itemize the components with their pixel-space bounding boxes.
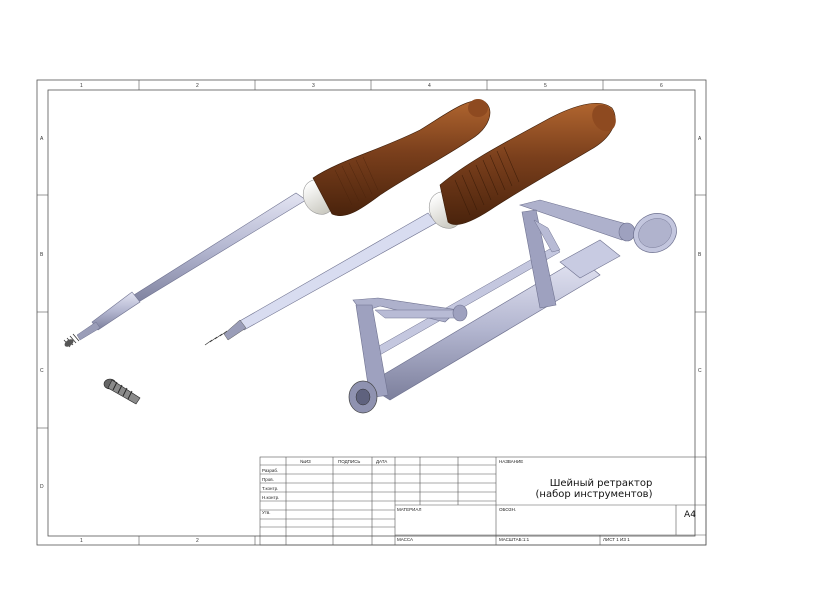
zone-ticks: [37, 80, 706, 545]
sheet-format: A4: [684, 510, 696, 520]
naimen-label: НАЗВАНИЕ: [499, 459, 523, 464]
zone-labels: 1 2 3 4 5 6 1 2 A B C D A B C: [40, 83, 702, 544]
row-label-nkontr: Н.контр.: [262, 495, 279, 500]
drawing-title-line1: Шейный ретрактор: [550, 478, 653, 489]
masshtab-label: МАСШТАБ:1:1: [499, 537, 530, 542]
material-label: МАТЕРИАЛ: [397, 507, 421, 512]
zone-row-b: B: [40, 252, 44, 258]
row-label-tkontr: Т.контр.: [262, 486, 278, 491]
zone-row-c: C: [40, 368, 44, 374]
drawing-title-line2: (набор инструментов): [536, 489, 653, 500]
zone-col-4: 4: [428, 83, 431, 89]
title-block: [259, 456, 707, 546]
screwdriver-middle: [204, 102, 616, 346]
list-label: ЛИСТ 1 ИЗ 1: [603, 537, 630, 542]
retractor-assembly: [348, 199, 677, 414]
col-header-data: ДАТА: [376, 459, 387, 464]
row-label-utv: Утв.: [262, 510, 271, 515]
zone-row-a-right: A: [698, 136, 702, 142]
col-header-izm: №ИЗ: [300, 459, 311, 464]
zone-col-3: 3: [312, 83, 315, 89]
row-label-razrab: Разраб.: [262, 468, 278, 473]
zone-row-d: D: [40, 484, 44, 490]
zone-row-b-right: B: [698, 252, 702, 258]
zone-col-6: 6: [660, 83, 663, 89]
row-label-prov: Пров.: [262, 477, 274, 482]
inner-frame: [47, 89, 696, 537]
screw-part: [103, 378, 141, 405]
oboz-label: ОБОЗН.: [499, 507, 516, 512]
title-block-text: №ИЗ ПОДПИСЬ ДАТА Разраб. Пров. Т.контр. …: [262, 459, 696, 542]
zone-col-2: 2: [196, 83, 199, 89]
massa-label: МАССА: [397, 537, 413, 542]
zone-row-c-right: C: [698, 368, 702, 374]
zone-col-5: 5: [544, 83, 547, 89]
zone-col-1: 1: [80, 83, 83, 89]
zone-bottom-col-2: 2: [196, 538, 199, 544]
zone-row-a: A: [40, 136, 44, 142]
screwdriver-left: [63, 99, 491, 348]
col-header-podpis: ПОДПИСЬ: [338, 459, 360, 464]
zone-bottom-col-1: 1: [80, 538, 83, 544]
